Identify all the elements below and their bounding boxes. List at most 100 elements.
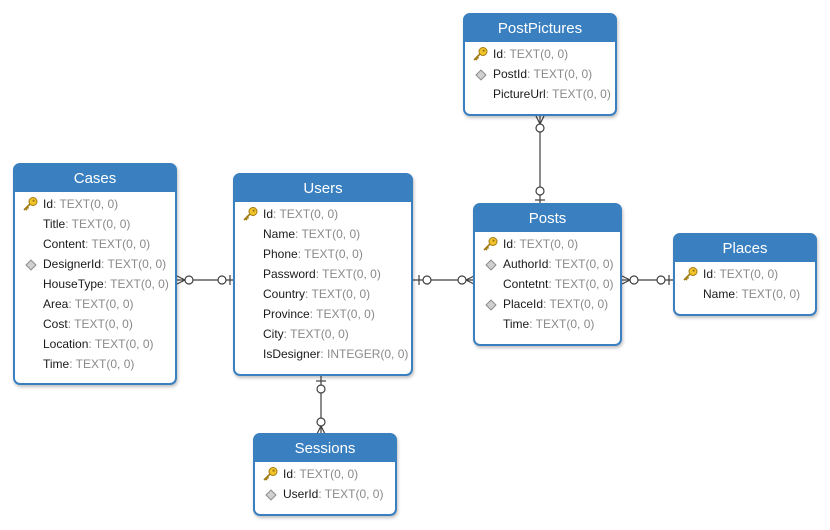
foreign-key-icon <box>475 69 487 81</box>
field-name: IsDesigner <box>263 347 321 361</box>
field-row[interactable]: City: TEXT(0, 0) <box>235 324 411 344</box>
posts-field-list: Id: TEXT(0, 0)AuthorId: TEXT(0, 0)Contet… <box>475 232 620 334</box>
field-type: : TEXT(0, 0) <box>318 487 384 501</box>
field-type: : TEXT(0, 0) <box>309 307 375 321</box>
cases-field-list: Id: TEXT(0, 0)Title: TEXT(0, 0)Content: … <box>15 192 175 374</box>
field-name: Time <box>43 357 70 371</box>
field-type: : TEXT(0, 0) <box>53 197 119 211</box>
postpictures-title: PostPictures <box>465 15 615 42</box>
field-name: UserId <box>283 487 319 501</box>
optional-circle-mark <box>629 275 639 285</box>
field-row[interactable]: Id: TEXT(0, 0) <box>235 204 411 224</box>
field-row[interactable]: AuthorId: TEXT(0, 0) <box>475 254 620 274</box>
field-name: PlaceId <box>503 297 544 311</box>
users-title: Users <box>235 175 411 202</box>
field-row[interactable]: Contetnt: TEXT(0, 0) <box>475 274 620 294</box>
field-type: : TEXT(0, 0) <box>543 297 609 311</box>
posts-title: Posts <box>475 205 620 232</box>
posts-table[interactable]: Posts Id: TEXT(0, 0)AuthorId: TEXT(0, 0)… <box>473 203 622 346</box>
field-type: : TEXT(0, 0) <box>293 467 359 481</box>
optional-circle-mark <box>656 275 666 285</box>
field-type: : TEXT(0, 0) <box>735 287 801 301</box>
field-name: Id <box>43 197 54 211</box>
field-type: : TEXT(0, 0) <box>68 297 134 311</box>
field-row[interactable]: Location: TEXT(0, 0) <box>15 334 175 354</box>
postpictures-table[interactable]: PostPictures Id: TEXT(0, 0)PostId: TEXT(… <box>463 13 617 116</box>
field-name: Id <box>283 467 294 481</box>
field-row[interactable]: Id: TEXT(0, 0) <box>475 234 620 254</box>
field-type: : TEXT(0, 0) <box>101 257 167 271</box>
field-row[interactable]: Content: TEXT(0, 0) <box>15 234 175 254</box>
field-row[interactable]: Country: TEXT(0, 0) <box>235 284 411 304</box>
field-name: Title <box>43 217 66 231</box>
field-type: : TEXT(0, 0) <box>103 277 169 291</box>
users-table[interactable]: Users Id: TEXT(0, 0)Name: TEXT(0, 0)Phon… <box>233 173 413 376</box>
field-row[interactable]: DesignerId: TEXT(0, 0) <box>15 254 175 274</box>
field-name: Name <box>703 287 736 301</box>
optional-circle-mark <box>217 275 227 285</box>
field-row[interactable]: Time: TEXT(0, 0) <box>15 354 175 374</box>
field-row[interactable]: Name: TEXT(0, 0) <box>675 284 815 304</box>
field-name: Country <box>263 287 306 301</box>
relationship-postpictures-posts[interactable] <box>535 115 545 204</box>
foreign-key-icon <box>25 259 37 271</box>
field-name: Area <box>43 297 69 311</box>
field-type: : TEXT(0, 0) <box>503 47 569 61</box>
optional-circle-mark <box>535 123 545 133</box>
optional-circle-mark <box>316 417 326 427</box>
users-field-list: Id: TEXT(0, 0)Name: TEXT(0, 0)Phone: TEX… <box>235 202 411 364</box>
relationship-users-sessions[interactable] <box>316 376 326 435</box>
field-name: Id <box>493 47 504 61</box>
field-type: : TEXT(0, 0) <box>513 237 579 251</box>
field-name: DesignerId <box>43 257 102 271</box>
optional-circle-mark <box>184 275 194 285</box>
foreign-key-icon <box>265 489 277 501</box>
field-name: Name <box>263 227 296 241</box>
optional-circle-mark <box>422 275 432 285</box>
field-row[interactable]: Cost: TEXT(0, 0) <box>15 314 175 334</box>
field-type: : TEXT(0, 0) <box>88 337 154 351</box>
field-row[interactable]: Password: TEXT(0, 0) <box>235 264 411 284</box>
field-row[interactable]: PictureUrl: TEXT(0, 0) <box>465 84 615 104</box>
sessions-title: Sessions <box>255 435 395 462</box>
field-type: : TEXT(0, 0) <box>67 317 133 331</box>
field-name: City <box>263 327 284 341</box>
field-type: : TEXT(0, 0) <box>65 217 131 231</box>
field-row[interactable]: UserId: TEXT(0, 0) <box>255 484 395 504</box>
field-row[interactable]: Phone: TEXT(0, 0) <box>235 244 411 264</box>
places-table[interactable]: Places Id: TEXT(0, 0)Name: TEXT(0, 0) <box>673 233 817 316</box>
relationship-users-posts[interactable] <box>413 275 475 285</box>
field-row[interactable]: IsDesigner: INTEGER(0, 0) <box>235 344 411 364</box>
cases-table[interactable]: Cases Id: TEXT(0, 0)Title: TEXT(0, 0)Con… <box>13 163 177 385</box>
field-row[interactable]: Name: TEXT(0, 0) <box>235 224 411 244</box>
field-row[interactable]: Time: TEXT(0, 0) <box>475 314 620 334</box>
field-row[interactable]: PostId: TEXT(0, 0) <box>465 64 615 84</box>
field-name: HouseType <box>43 277 104 291</box>
places-title: Places <box>675 235 815 262</box>
field-type: : TEXT(0, 0) <box>295 227 361 241</box>
sessions-table[interactable]: Sessions Id: TEXT(0, 0)UserId: TEXT(0, 0… <box>253 433 397 516</box>
cases-title: Cases <box>15 165 175 192</box>
field-row[interactable]: HouseType: TEXT(0, 0) <box>15 274 175 294</box>
relationship-posts-places[interactable] <box>621 275 674 285</box>
field-row[interactable]: PlaceId: TEXT(0, 0) <box>475 294 620 314</box>
field-type: : TEXT(0, 0) <box>713 267 779 281</box>
relationship-cases-users[interactable] <box>176 275 234 285</box>
field-row[interactable]: Id: TEXT(0, 0) <box>15 194 175 214</box>
field-row[interactable]: Id: TEXT(0, 0) <box>255 464 395 484</box>
foreign-key-icon <box>485 299 497 311</box>
field-name: Password <box>263 267 316 281</box>
field-row[interactable]: Province: TEXT(0, 0) <box>235 304 411 324</box>
field-name: Contetnt <box>503 277 549 291</box>
field-name: Content <box>43 237 86 251</box>
optional-circle-mark <box>316 384 326 394</box>
field-row[interactable]: Id: TEXT(0, 0) <box>675 264 815 284</box>
field-row[interactable]: Id: TEXT(0, 0) <box>465 44 615 64</box>
field-type: : TEXT(0, 0) <box>305 287 371 301</box>
sessions-field-list: Id: TEXT(0, 0)UserId: TEXT(0, 0) <box>255 462 395 504</box>
field-row[interactable]: Area: TEXT(0, 0) <box>15 294 175 314</box>
field-type: : TEXT(0, 0) <box>273 207 339 221</box>
places-field-list: Id: TEXT(0, 0)Name: TEXT(0, 0) <box>675 262 815 304</box>
field-name: Location <box>43 337 89 351</box>
field-row[interactable]: Title: TEXT(0, 0) <box>15 214 175 234</box>
